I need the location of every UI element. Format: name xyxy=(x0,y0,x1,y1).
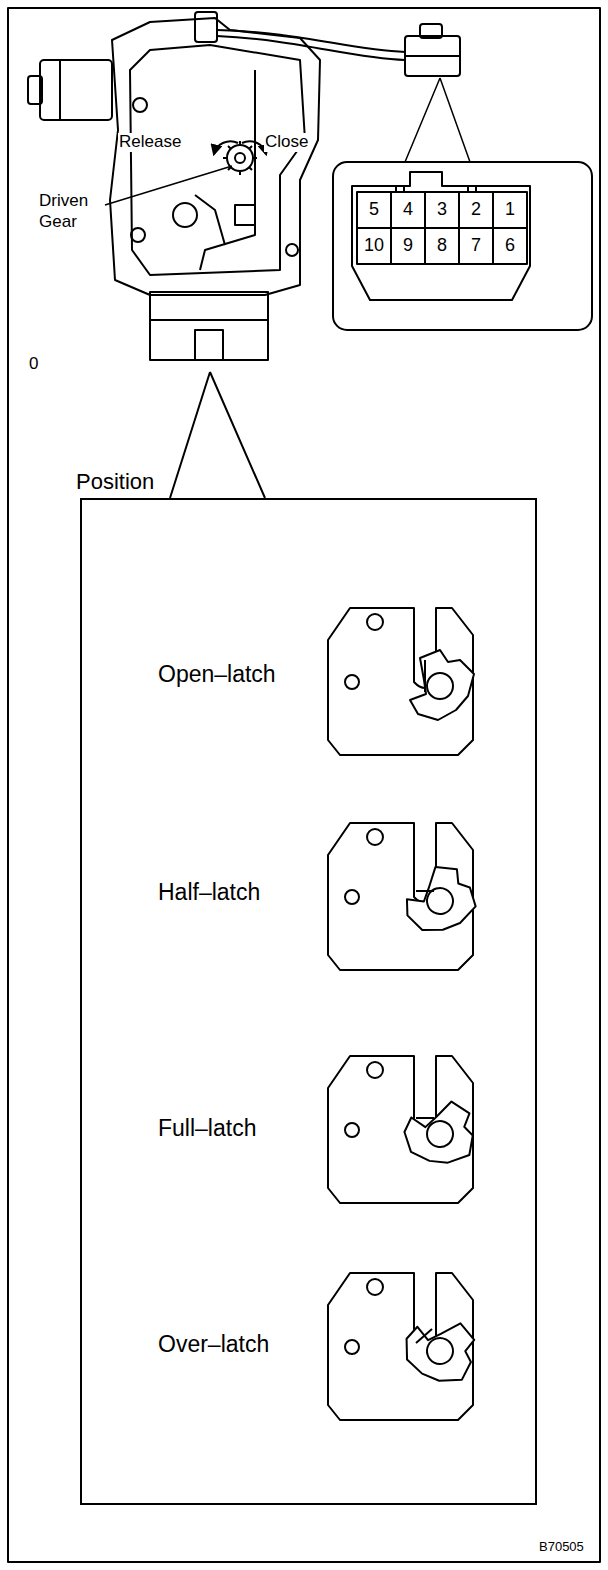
position-panel: Position xyxy=(80,498,537,1505)
pin-number: 5 xyxy=(368,200,380,220)
position-label: Half–latch xyxy=(157,880,261,905)
pin-number: 9 xyxy=(402,236,414,256)
mark-label: 0 xyxy=(28,355,39,374)
pin-number: 4 xyxy=(402,200,414,220)
position-label: Open–latch xyxy=(157,662,277,687)
pin-number: 6 xyxy=(504,236,516,256)
pin-number: 3 xyxy=(436,200,448,220)
direction-label: Close xyxy=(264,133,309,152)
pin-number: 10 xyxy=(363,236,385,256)
pin-number: 1 xyxy=(504,200,516,220)
position-label: Over–latch xyxy=(157,1332,270,1357)
figure-code: B70505 xyxy=(538,1540,585,1554)
part-name: Driven Gear xyxy=(38,190,102,233)
pin-number: 8 xyxy=(436,236,448,256)
panel-heading: Position xyxy=(74,470,156,494)
direction-label: Release xyxy=(118,133,182,152)
position-label: Full–latch xyxy=(157,1116,257,1141)
pin-number: 2 xyxy=(470,200,482,220)
pin-number: 7 xyxy=(470,236,482,256)
